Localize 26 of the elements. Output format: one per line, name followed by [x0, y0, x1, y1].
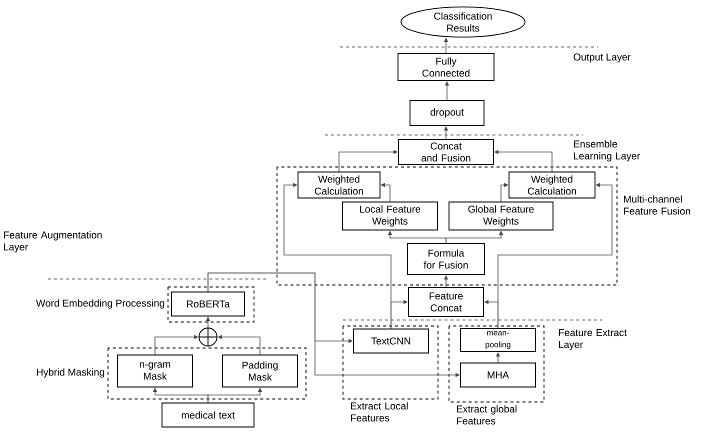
layer-label: Feature Augmentation Layer [4, 231, 102, 252]
process-box: RoBERTa [171, 292, 245, 316]
process-box: Global Feature Weights [448, 202, 554, 230]
process-box: Weighted Calculation [508, 172, 596, 198]
process-box: Fully Connected [398, 53, 494, 81]
process-box: Formula for Fusion [407, 243, 485, 275]
process-box: Weighted Calculation [298, 172, 380, 198]
process-box: medical text [162, 402, 254, 428]
layer-label: Output Layer [574, 53, 631, 62]
process-box: Feature Concat [408, 287, 484, 317]
node-label: Multi-channel Feature Fusion [624, 195, 690, 215]
process-box: MHA [460, 362, 536, 388]
node-label: Hybrid Masking [36, 368, 104, 378]
node-label: Word Embedding Processing [36, 299, 164, 309]
node-label: Extract global Features [457, 405, 516, 424]
arrow [284, 182, 392, 329]
sum-symbol [198, 327, 218, 347]
process-box: Local Feature Weights [342, 202, 438, 230]
node-label: Extract Local Features [351, 402, 408, 422]
process-box: n-gram Mask [117, 354, 193, 388]
process-box: dropout [410, 100, 484, 126]
process-box: Concat and Fusion [398, 139, 494, 165]
layer-label: Feature Extract Layer [559, 329, 627, 350]
layer-label: Ensemble Learning Layer [574, 140, 640, 162]
process-box: Padding Mask [222, 354, 298, 388]
process-box: TextCNN [353, 328, 429, 354]
